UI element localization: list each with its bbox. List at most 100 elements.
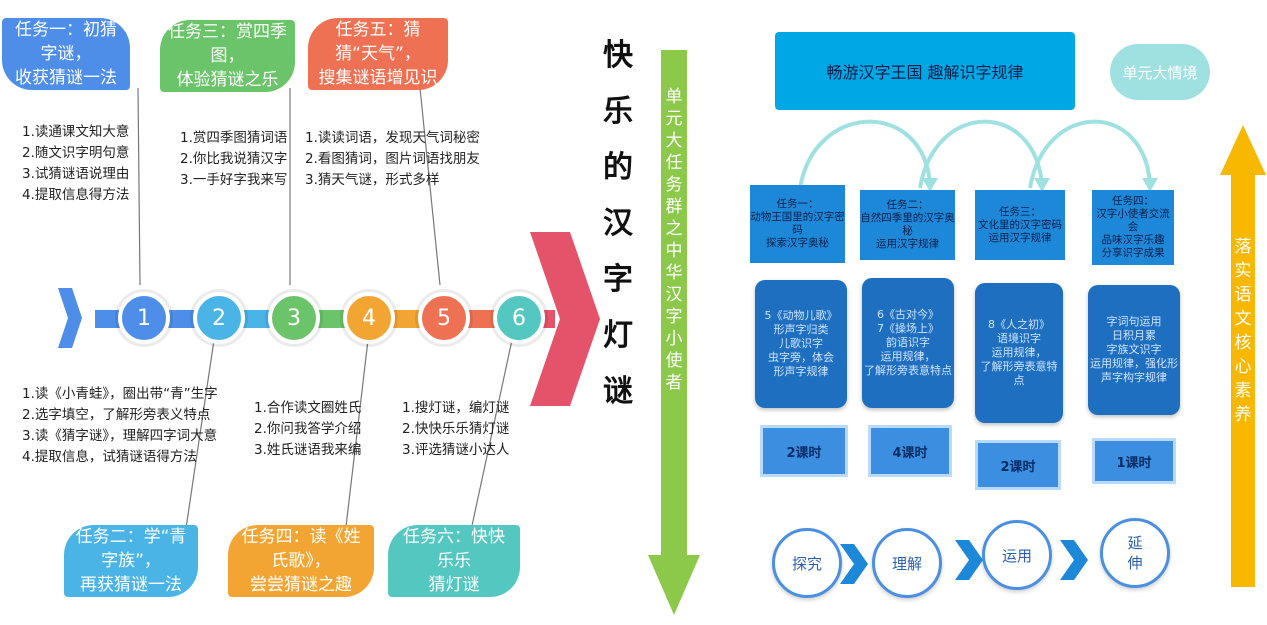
stage-understand: 理解 bbox=[872, 528, 942, 598]
stage-extend-char: 伸 bbox=[1127, 554, 1143, 572]
task-4-activities: 1.合作读文圈姓氏 2.你问我答学介绍 3.姓氏谜语我来编 bbox=[254, 398, 361, 461]
task-4-line2: 尝尝猜谜之趣 bbox=[250, 575, 352, 595]
arrow-char: 文 bbox=[1234, 309, 1252, 329]
step-1-circle: 1 bbox=[118, 292, 170, 344]
lesson-line: 点 bbox=[1013, 374, 1025, 387]
stage-apply: 运用 bbox=[982, 520, 1052, 590]
list-item: 4.提取信息，试猜谜语得方法 bbox=[22, 449, 197, 465]
task-line: 任务三： bbox=[999, 205, 1041, 218]
orange-up-arrow bbox=[1220, 125, 1266, 587]
unit-header-box: 畅游汉字王国 趣解识字规律 bbox=[775, 32, 1075, 110]
lesson-line: 运用规律， bbox=[880, 350, 936, 363]
task-2-label: 任务二：学“青字族”， 再获猜谜一法 bbox=[64, 525, 198, 597]
arrow-char: 字 bbox=[665, 307, 683, 327]
arrow-char: 华 bbox=[665, 263, 683, 283]
task-line: 文化里的汉字密码 bbox=[978, 218, 1062, 231]
unit-situation-label: 单元大情境 bbox=[1122, 63, 1198, 82]
arrow-char: 之 bbox=[665, 219, 683, 239]
title-char: 快 bbox=[603, 38, 633, 73]
green-arrow-text: 单 元 大 任 务 群 之 中 华 汉 字 小 使 者 bbox=[663, 86, 685, 394]
list-item: 3.读《猜字谜》，理解四字词大意 bbox=[22, 428, 218, 444]
task-5-line1: 任务五：猜猜“天气”， bbox=[335, 20, 421, 64]
list-item: 3.评选猜谜小达人 bbox=[402, 442, 510, 458]
task-line: 分享识字成果 bbox=[1101, 247, 1165, 259]
left-connector-lines bbox=[137, 87, 513, 536]
task-5-activities: 1.读读词语，发现天气词秘密 2.看图猜词，图片词语找朋友 3.猜天气谜，形式多… bbox=[305, 128, 480, 191]
arrow-char: 语 bbox=[1234, 285, 1252, 305]
lesson-line: 8《人之初》 bbox=[988, 318, 1050, 331]
right-task-3: 任务三： 文化里的汉字密码 运用汉字规律 bbox=[975, 190, 1065, 260]
task-line: 码 bbox=[792, 224, 803, 236]
task-line: 运用汉字规律 bbox=[876, 238, 939, 250]
unit-situation-box: 单元大情境 bbox=[1110, 44, 1210, 100]
header-title: 畅游汉字王国 趣解识字规律 bbox=[826, 63, 1024, 82]
arrow-char: 任 bbox=[665, 153, 683, 173]
arrow-char: 元 bbox=[665, 109, 683, 129]
task-2-line1: 任务二：学“青字族”， bbox=[75, 527, 187, 571]
arrow-char: 使 bbox=[665, 351, 683, 371]
task-1-activities: 1.读通课文知大意 2.随文识字明句意 3.试猜谜语说理由 4.提取信息得方法 bbox=[22, 122, 129, 206]
arrow-char: 核 bbox=[1234, 333, 1252, 353]
lesson-line: 了解形旁表意特 bbox=[980, 360, 1058, 373]
title-char: 乐 bbox=[603, 94, 633, 129]
title-char: 谜 bbox=[603, 374, 633, 409]
list-item: 3.姓氏谜语我来编 bbox=[254, 442, 362, 458]
task-6-activities: 1.搜灯谜，编灯谜 2.快快乐乐猜灯谜 3.评选猜谜小达人 bbox=[402, 398, 509, 461]
title-char: 字 bbox=[603, 262, 633, 297]
orange-arrow-text: 落 实 语 文 核 心 素 养 bbox=[1232, 235, 1254, 427]
task-line: 任务四： bbox=[1112, 195, 1154, 207]
stage-extend: 延 伸 bbox=[1100, 518, 1170, 588]
lesson-line: 形声字规律 bbox=[773, 365, 829, 378]
task-4-line1: 任务四：读《姓氏歌》， bbox=[241, 527, 361, 571]
stage-extend-char: 延 bbox=[1127, 534, 1143, 552]
task-line: 动物王国里的汉字密 bbox=[750, 211, 845, 223]
task-1-line2: 收获猜谜一法 bbox=[15, 68, 117, 88]
arrow-char: 汉 bbox=[665, 285, 683, 305]
task-line: 运用汉字规律 bbox=[988, 231, 1052, 244]
lesson-box-2: 6《古对今》 7《操场上》 韵语识字 运用规律， 了解形旁表意特点 bbox=[862, 278, 954, 408]
list-item: 3.试猜谜语说理由 bbox=[22, 166, 130, 182]
list-item: 2.快快乐乐猜灯谜 bbox=[402, 421, 510, 437]
arrow-char: 实 bbox=[1234, 261, 1252, 281]
task-line: 任务二： bbox=[886, 199, 929, 211]
arrow-char: 落 bbox=[1234, 237, 1252, 257]
list-item: 2.你问我答学介绍 bbox=[254, 421, 362, 437]
task-4-label: 任务四：读《姓氏歌》， 尝尝猜谜之趣 bbox=[228, 525, 374, 597]
vertical-main-title: 快 乐 的 汉 字 灯 谜 bbox=[598, 28, 638, 420]
right-task-4: 任务四： 汉字小使者交流会 品味汉字乐趣 分享识字成果 bbox=[1092, 190, 1174, 265]
right-task-2: 任务二： 自然四季里的汉字奥秘 运用汉字规律 bbox=[860, 190, 955, 260]
task-2-activities: 1.读《小青蛙》，圈出带“青”生字 2.选字填空，了解形旁表义特点 3.读《猜字… bbox=[22, 384, 218, 468]
arrow-char: 单 bbox=[665, 87, 683, 107]
task-5-label: 任务五：猜猜“天气”， 搜集谜语增见识 bbox=[308, 18, 448, 90]
lesson-box-1: 5《动物儿歌》 形声字归类 儿歌识字 虫字旁，体会 形声字规律 bbox=[755, 280, 847, 408]
task-3-label: 任务三：赏四季图，体验猜谜之乐 bbox=[160, 20, 295, 92]
list-item: 1.读通课文知大意 bbox=[22, 124, 130, 140]
task-1-label: 任务一：初猜字谜， 收获猜谜一法 bbox=[2, 18, 130, 90]
stage-chevrons bbox=[840, 540, 1088, 584]
task-6-label: 任务六：快快乐乐猜灯谜 bbox=[388, 525, 520, 597]
task-3-line1: 任务三：赏四季图， bbox=[168, 22, 287, 66]
arrow-char: 中 bbox=[665, 241, 683, 261]
lesson-line: 字词句运用 bbox=[1106, 315, 1162, 328]
title-char: 灯 bbox=[603, 318, 633, 353]
title-char: 汉 bbox=[603, 206, 633, 241]
task-2-line2: 再获猜谜一法 bbox=[80, 575, 182, 595]
task-curve-arrows bbox=[798, 119, 1158, 192]
lesson-box-3: 8《人之初》 语境识字 运用规律， 了解形旁表意特 点 bbox=[975, 283, 1063, 423]
task-5-line2: 搜集谜语增见识 bbox=[318, 68, 438, 88]
task-line: 自然四季里的汉字奥秘 bbox=[860, 212, 955, 237]
lesson-line: 字族文识字 bbox=[1106, 343, 1162, 356]
step-6-circle: 6 bbox=[493, 292, 545, 344]
stage-explore: 探究 bbox=[772, 528, 842, 598]
lesson-line: 了解形旁表意特点 bbox=[864, 364, 952, 377]
step-3-circle: 3 bbox=[268, 292, 320, 344]
list-item: 2.选字填空，了解形旁表义特点 bbox=[22, 407, 211, 423]
lesson-box-4: 字词句运用 日积月累 字族文识字 运用规律，强化形 声字构字规律 bbox=[1088, 285, 1180, 415]
task-1-line1: 任务一：初猜字谜， bbox=[15, 20, 117, 64]
hours-badge-3: 2课时 bbox=[975, 440, 1061, 490]
hours-badge-2: 4课时 bbox=[868, 425, 952, 477]
list-item: 2.随文识字明句意 bbox=[22, 145, 130, 161]
step-5-circle: 5 bbox=[418, 292, 470, 344]
list-item: 1.读《小青蛙》，圈出带“青”生字 bbox=[22, 386, 218, 402]
step-4-circle: 4 bbox=[343, 292, 395, 344]
